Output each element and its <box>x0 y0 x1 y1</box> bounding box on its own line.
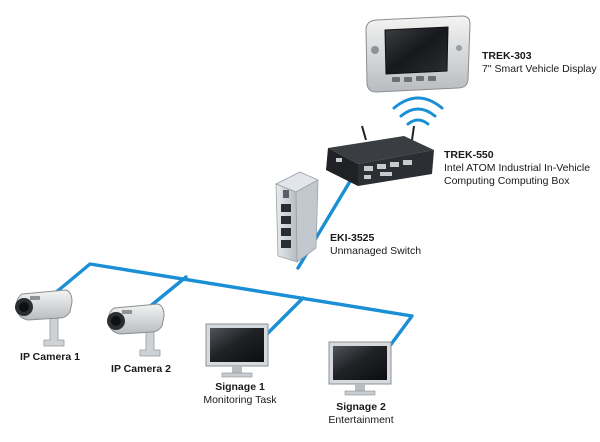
eki-3525-name: EKI-3525 <box>330 232 375 244</box>
eki-3525-desc: Unmanaged Switch <box>330 245 422 257</box>
camera-2-name: IP Camera 2 <box>111 363 171 375</box>
trek-303-label: TREK-303 7" Smart Vehicle Display <box>482 50 597 76</box>
signage-1-monitor <box>205 323 269 378</box>
signage-2-desc: Entertainment <box>328 414 394 426</box>
signage-2-monitor <box>328 341 392 396</box>
camera-1-name: IP Camera 1 <box>20 351 80 363</box>
link-signage1-drop <box>264 296 305 337</box>
link-main-bus <box>40 262 414 372</box>
signage-2-label: Signage 2 Entertainment <box>328 401 393 427</box>
eki-3525-label: EKI-3525 Unmanaged Switch <box>330 232 421 258</box>
eki-3525-switch <box>275 171 319 263</box>
trek-550-name: TREK-550 <box>444 149 494 161</box>
link-camera2-drop <box>146 275 188 310</box>
trek-550-desc-2: Computing Computing Box <box>444 175 570 187</box>
camera-2-label: IP Camera 2 <box>111 363 171 376</box>
trek-303-name: TREK-303 <box>482 50 532 62</box>
signage-2-name: Signage 2 <box>336 401 386 413</box>
signage-1-label: Signage 1 Monitoring Task <box>203 381 276 407</box>
signage-1-name: Signage 1 <box>215 381 265 393</box>
trek-550-box <box>326 125 434 186</box>
camera-1-label: IP Camera 1 <box>20 351 80 364</box>
trek-303-desc: 7" Smart Vehicle Display <box>482 63 597 75</box>
wifi-icon <box>392 96 444 126</box>
ip-camera-1 <box>15 289 73 347</box>
trek-550-desc-1: Intel ATOM Industrial In-Vehicle <box>444 162 591 174</box>
trek-303-display <box>365 15 471 93</box>
ip-camera-2 <box>107 303 165 357</box>
trek-550-label: TREK-550 Intel ATOM Industrial In-Vehicl… <box>444 149 590 188</box>
signage-1-desc: Monitoring Task <box>203 394 277 406</box>
